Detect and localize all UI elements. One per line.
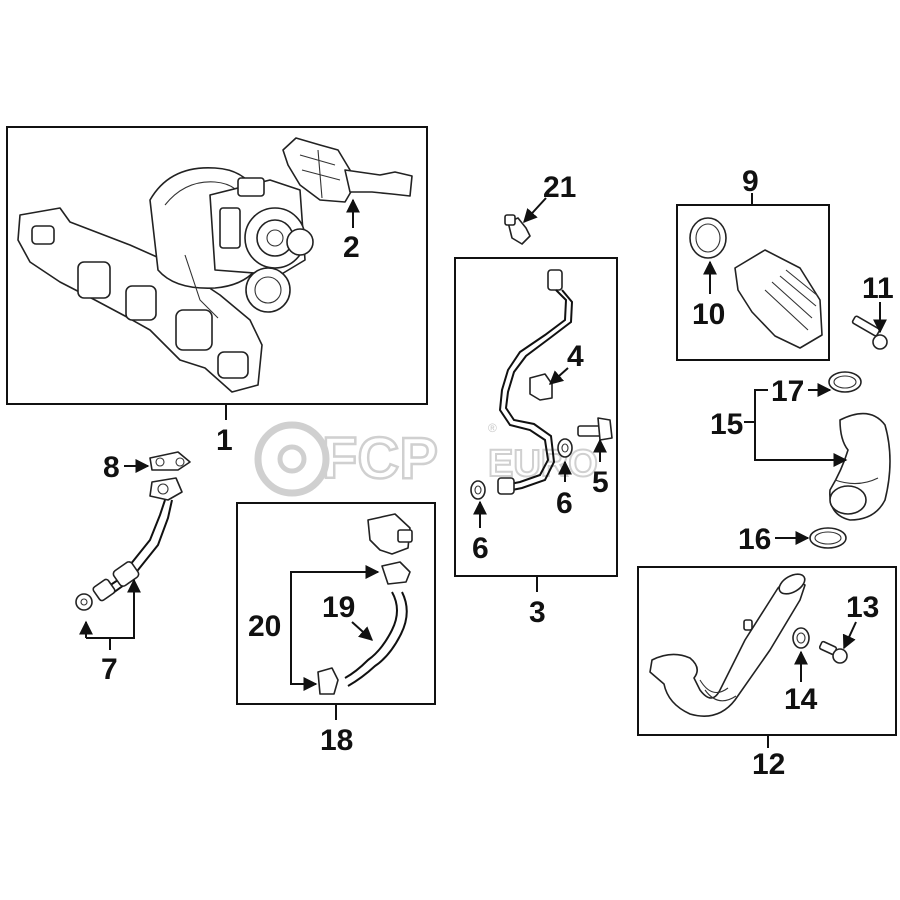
callout-7: 7 xyxy=(101,653,118,686)
callout-20: 20 xyxy=(248,610,281,643)
oil-return-line-drawing xyxy=(470,269,613,500)
oil-line-group-box xyxy=(454,257,618,577)
intercooler-hose-drawing xyxy=(809,371,891,549)
wastegate-actuator-drawing xyxy=(282,137,413,203)
charge-pipe-drawing xyxy=(649,573,848,717)
callout-6-lower: 6 xyxy=(472,532,489,565)
callout-5: 5 xyxy=(592,466,609,499)
callout-labels: 1 2 3 4 5 6 6 7 8 9 10 11 12 13 14 15 16… xyxy=(101,165,894,781)
callout-8: 8 xyxy=(103,451,120,484)
callout-18: 18 xyxy=(320,724,353,757)
callout-15: 15 xyxy=(710,408,743,441)
callout-1: 1 xyxy=(216,424,233,457)
callout-19: 19 xyxy=(322,591,355,624)
callout-21: 21 xyxy=(543,171,576,204)
callout-11: 11 xyxy=(862,272,894,305)
callout-14: 14 xyxy=(784,683,818,716)
intake-boot-drawing xyxy=(689,217,823,349)
callout-3: 3 xyxy=(529,596,546,629)
callout-6-upper: 6 xyxy=(556,487,573,520)
callout-12: 12 xyxy=(752,748,785,781)
turbocharger-assembly-drawing xyxy=(17,166,314,393)
callout-16: 16 xyxy=(738,523,771,556)
callout-4: 4 xyxy=(567,340,584,373)
callout-2: 2 xyxy=(343,231,360,264)
vacuum-hose-drawing xyxy=(317,513,413,695)
sensor-21-drawing xyxy=(504,214,531,245)
callout-10: 10 xyxy=(692,298,725,331)
bolt-11-drawing xyxy=(851,315,888,350)
watermark-registered-mark: ® xyxy=(488,421,497,435)
turbocharger-group-box xyxy=(6,126,428,405)
oil-feed-pipe-drawing xyxy=(75,451,191,611)
callout-9: 9 xyxy=(742,165,759,198)
callout-17: 17 xyxy=(771,375,804,408)
watermark-text: FCP xyxy=(322,426,438,491)
callout-13: 13 xyxy=(846,591,879,624)
